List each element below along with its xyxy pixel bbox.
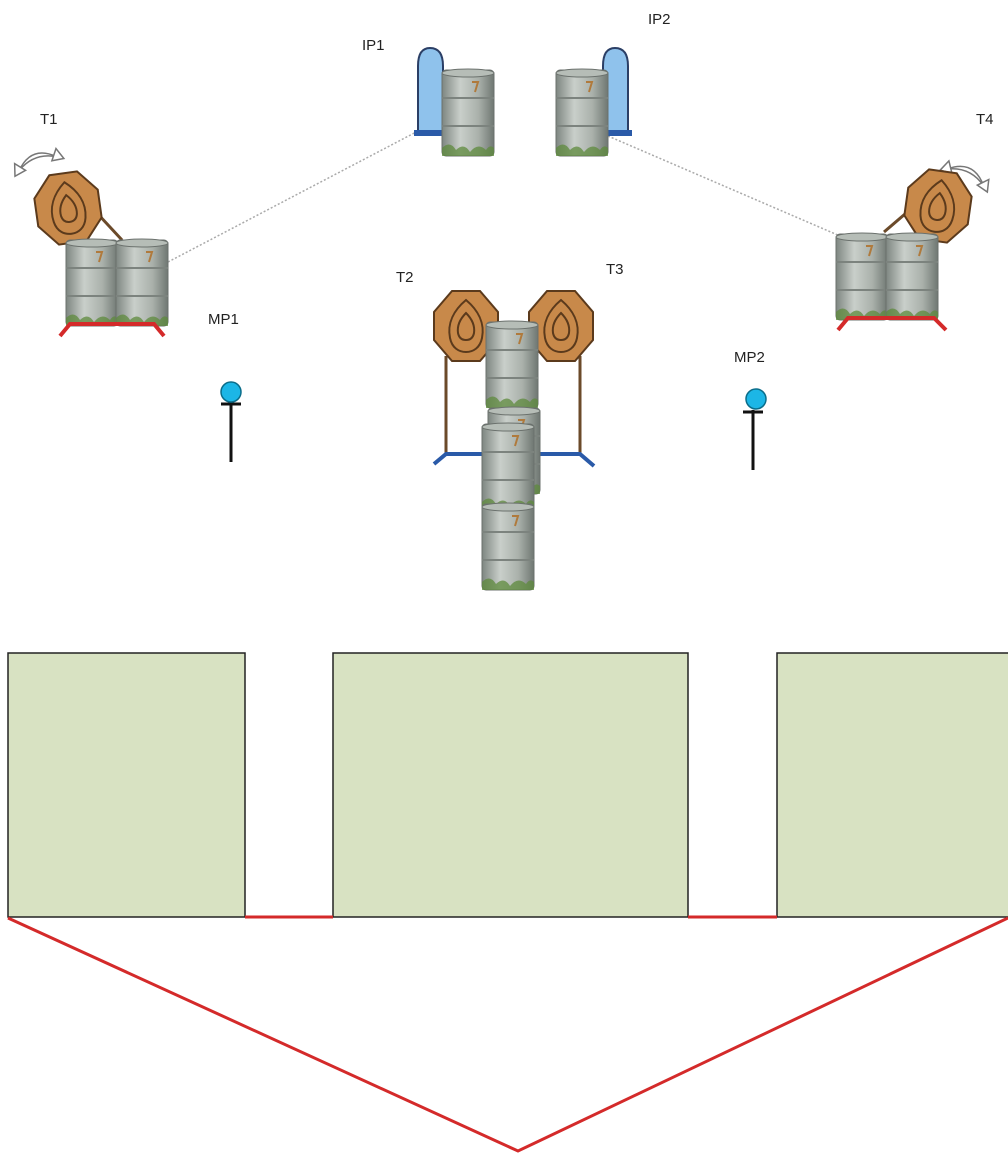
barrel-icon [485,320,539,409]
label-t1: T1 [40,111,58,128]
mp1-marker [220,381,242,462]
barrel-icon [481,502,535,591]
shooting-box-line [7,916,1008,1153]
wall-right [776,652,1008,918]
sight-lines [167,129,841,263]
steel-target-icon [30,167,106,249]
barrel-icon [885,232,939,321]
t1-target-group [9,144,169,338]
label-mp1: MP1 [208,311,239,328]
barrel-icon [65,238,119,327]
barrel-icon [441,68,495,157]
marker-ball [220,381,242,403]
barrel-icon [481,422,535,511]
walls [7,652,1008,918]
wall-left [7,652,246,918]
ip1-popper-group [414,46,495,157]
rotate-arrow-icon [9,144,65,178]
fault-lines [7,915,1008,1153]
label-t3: T3 [606,261,624,278]
t4-target-group [835,156,995,332]
label-t4: T4 [976,111,994,128]
popper-base [598,130,632,136]
label-ip1: IP1 [362,37,385,54]
marker-ball [745,388,767,410]
ip2-popper-group [555,46,632,157]
steel-target-icon [528,290,594,362]
label-t2: T2 [396,269,414,286]
t2-t3-target-group [432,290,596,591]
base-frame [58,322,166,338]
barrel-icon [835,232,889,321]
popper-base [414,130,448,136]
label-ip2: IP2 [648,11,671,28]
popper-icon [602,46,629,133]
wall-center [332,652,689,918]
barrel-icon [555,68,609,157]
mp2-marker [743,388,767,470]
base-frame [836,316,948,332]
label-mp2: MP2 [734,349,765,366]
barrel-icon [115,238,169,327]
popper-icon [417,46,444,133]
